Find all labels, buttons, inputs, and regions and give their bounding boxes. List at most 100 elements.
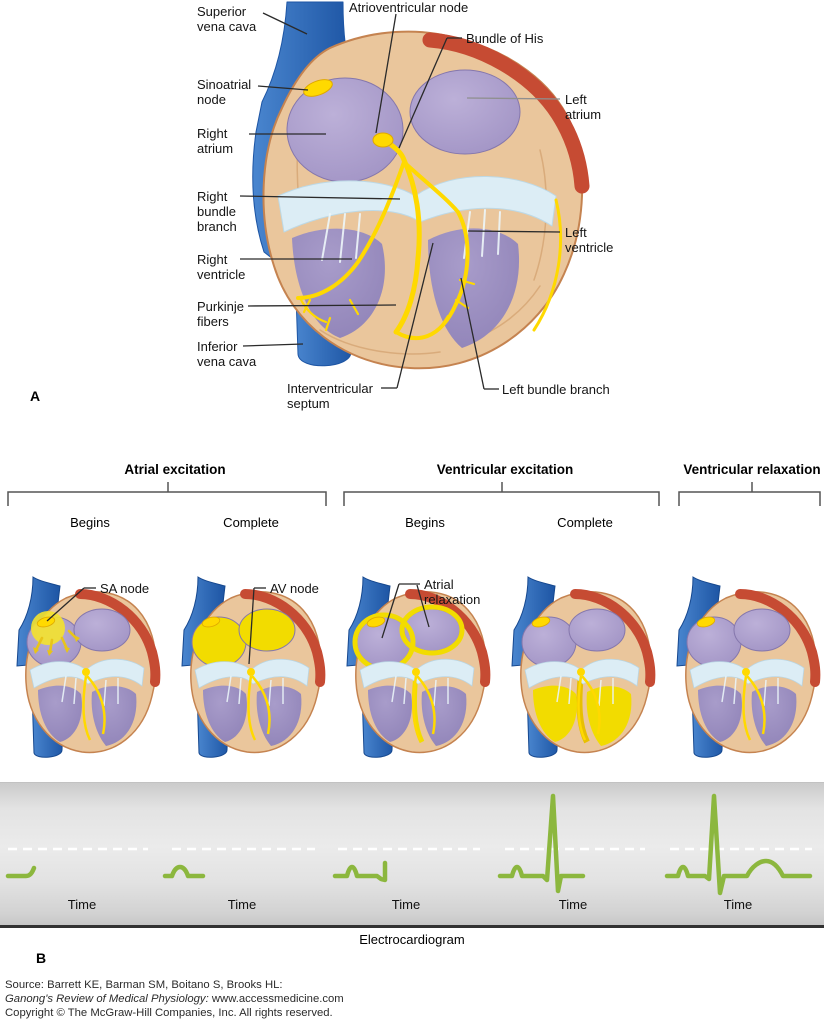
atrial-relaxation-leader-line <box>416 584 430 628</box>
chordae-graphic <box>721 675 779 707</box>
left-bundle-branch-leader-line <box>460 277 485 390</box>
chordae-graphic <box>61 675 119 707</box>
superior-vena-cava-label: Superior vena cava <box>197 4 257 35</box>
phase-title-2: Ventricular excitation <box>436 462 574 477</box>
epicardium-graphic <box>75 589 161 687</box>
book-line: Ganong's Review of Medical Physiology: w… <box>5 992 344 1006</box>
stage-heart-graphic <box>346 576 491 758</box>
time-axis-label-1: Time <box>67 897 97 912</box>
interventricular-septum-label: Interventricular septum <box>287 381 373 412</box>
left-atrium-label: Left atrium <box>565 92 602 123</box>
bundle-branches-graphic <box>742 675 766 741</box>
ecg-trace-stage-3 <box>332 860 388 883</box>
sinoatrial-node-leader-line <box>257 85 309 91</box>
left-bundle-branch-label: Left bundle branch <box>502 382 610 397</box>
bundle-of-his-leader-line <box>398 37 448 149</box>
left-ventricle-leader-line <box>467 230 561 233</box>
right-ventricle-graphic <box>533 685 577 742</box>
phase-sub-label: Complete <box>223 515 279 530</box>
chordae-graphic <box>226 675 284 707</box>
sa-node-graphic <box>696 616 716 628</box>
ecg-trace-stage-1 <box>5 865 37 879</box>
right-ventricle-graphic <box>38 685 82 742</box>
left-ventricle-label: Left ventricle <box>565 225 614 256</box>
av-node-graphic <box>412 668 420 676</box>
av-node-graphic <box>247 668 255 676</box>
phase-bracket <box>678 491 821 506</box>
inferior-vena-cava-label: Inferior vena cava <box>197 339 257 370</box>
sa-node-graphic <box>201 616 221 628</box>
time-axis-label-5: Time <box>723 897 753 912</box>
bundle-branches-graphic <box>577 675 601 741</box>
stage-heart-4 <box>501 572 659 772</box>
left-atrium-graphic <box>568 608 626 652</box>
phase-title-1: Atrial excitation <box>124 462 226 477</box>
right-bundle-branch-leader-line <box>239 195 401 200</box>
left-atrium-graphic <box>733 608 791 652</box>
section-a-letter: A <box>30 388 41 404</box>
atrial-relaxation-label: Atrial relaxation <box>424 577 481 608</box>
av-node-graphic <box>742 668 750 676</box>
left-atrium-graphic <box>73 608 131 652</box>
chordae-graphic <box>556 675 614 707</box>
superior-vena-cava-leader-line <box>262 12 308 35</box>
inferior-vena-cava-leader-line <box>242 343 304 347</box>
sa-node-leader-line <box>46 587 85 622</box>
left-atrium-graphic <box>238 608 296 652</box>
copyright-line: Copyright © The McGraw-Hill Companies, I… <box>5 1007 333 1020</box>
phase-sub-label: Complete <box>557 515 613 530</box>
stage-heart-1 <box>6 572 164 772</box>
phase-brackets <box>7 482 821 506</box>
stage-heart-2 <box>171 572 329 772</box>
atrial-relaxation-leader-line <box>381 583 400 639</box>
epicardium-graphic <box>240 589 326 687</box>
heart-conduction-diagram <box>239 1 590 390</box>
av-node-graphic <box>82 668 90 676</box>
bundle-of-his-label: Bundle of His <box>466 31 544 46</box>
bundle-branches-graphic <box>82 675 106 741</box>
sa-node-graphic <box>366 616 386 628</box>
sa-node-graphic <box>36 616 56 628</box>
impulse-arrowheads <box>33 635 80 656</box>
phase-bracket <box>7 491 327 506</box>
purkinje-fibers-leader-line <box>247 304 397 307</box>
source-attribution: Source: Barrett KE, Barman SM, Boitano S… <box>5 978 344 1021</box>
sa-node-glow <box>31 611 65 645</box>
phase-sub-label: Begins <box>70 515 110 530</box>
phase-title-3: Ventricular relaxation <box>683 462 821 477</box>
atrioventricular-node-leader-line <box>375 13 397 134</box>
section-b-letter: B <box>36 950 47 966</box>
ecg-trace-stage-4 <box>497 793 586 894</box>
stage-heart-5 <box>666 572 824 772</box>
time-axis-label-2: Time <box>227 897 257 912</box>
purkinje-fibers-label: Purkinje fibers <box>197 299 244 330</box>
source-line: Source: Barrett KE, Barman SM, Boitano S… <box>5 979 283 991</box>
ecg-traces <box>5 793 813 896</box>
atrioventricular-node-label: Atrioventricular node <box>349 0 469 15</box>
ecg-trace-stage-2 <box>162 864 206 879</box>
phase-sub-label: Begins <box>405 515 445 530</box>
right-atrium-label: Right atrium <box>197 126 234 157</box>
sa-node-graphic <box>531 616 551 628</box>
stage-heart-graphic <box>511 576 656 758</box>
book-title: Ganong's Review of Medical Physiology: <box>5 993 209 1006</box>
interventricular-septum-leader-line <box>396 242 434 389</box>
bundle-branches-graphic <box>247 675 271 741</box>
chordae-graphic <box>391 675 449 707</box>
av-node-label: AV node <box>270 581 319 596</box>
right-ventricle-graphic <box>368 685 412 742</box>
stage-heart-graphic <box>676 576 821 758</box>
av-node-graphic <box>577 668 585 676</box>
bundle-branches-graphic <box>412 675 436 741</box>
left-atrium-leader-line <box>466 97 561 100</box>
ecg-caption: Electrocardiogram <box>359 932 465 947</box>
right-ventricle-label: Right ventricle <box>197 252 246 283</box>
stage-heart-graphic <box>16 576 161 758</box>
right-ventricle-graphic <box>203 685 247 742</box>
right-bundle-branch-label: Right bundle branch <box>197 189 237 235</box>
book-url: www.accessmedicine.com <box>208 993 344 1006</box>
ecg-strip-background <box>0 782 824 928</box>
ecg-trace-stage-5 <box>664 793 813 896</box>
time-axis-label-3: Time <box>391 897 421 912</box>
